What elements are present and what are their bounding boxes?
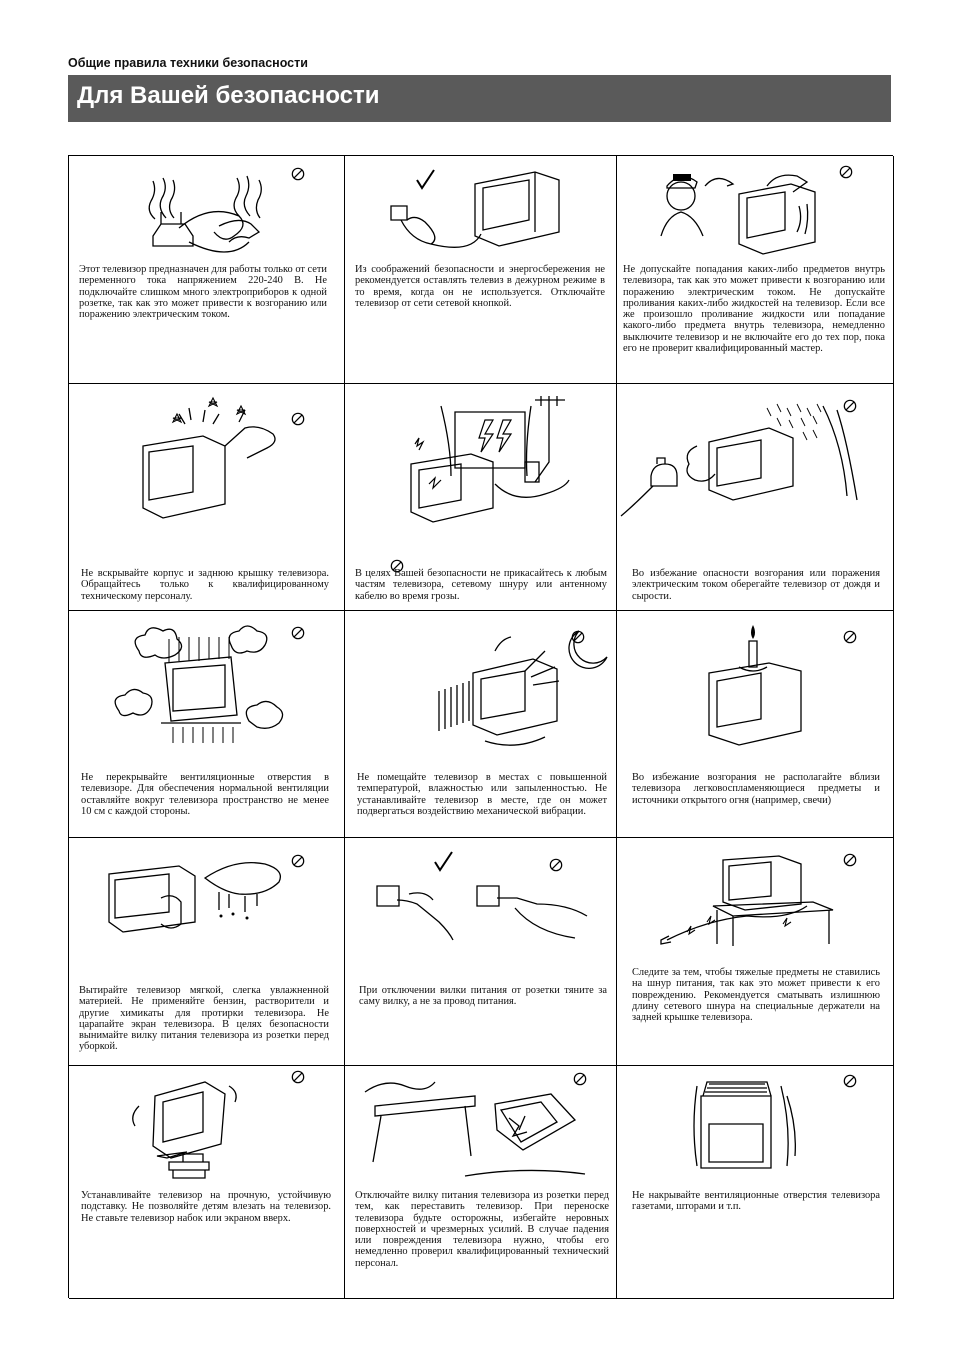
safety-cell: Отключайте вилку питания телевизора из р… bbox=[345, 1066, 617, 1299]
prohibited-icon bbox=[549, 858, 563, 872]
prohibited-icon bbox=[291, 1070, 305, 1084]
prohibited-icon bbox=[843, 853, 857, 867]
safety-text: Не перекрывайте вентиляционные отверстия… bbox=[81, 772, 329, 817]
prohibited-icon bbox=[573, 1072, 587, 1086]
safety-cell: Не допускайте попадания каких-либо предм… bbox=[617, 156, 894, 384]
safety-cell: Не накрывайте вентиляционные отверстия т… bbox=[617, 1066, 894, 1299]
safety-cell: Следите за тем, чтобы тяжелые предметы н… bbox=[617, 838, 894, 1066]
safety-cell: Не перекрывайте вентиляционные отверстия… bbox=[69, 611, 345, 838]
falling-tv-illustration bbox=[364, 1081, 586, 1177]
prohibited-icon bbox=[390, 559, 404, 573]
safety-grid: Этот телевизор предназначен для работы т… bbox=[68, 155, 894, 1299]
safety-cell: Из соображений безопасности и энергосбер… bbox=[345, 156, 617, 384]
prohibited-icon bbox=[839, 165, 853, 179]
prohibited-icon bbox=[571, 630, 585, 644]
lightning-illustration bbox=[410, 396, 570, 523]
prohibited-icon bbox=[843, 630, 857, 644]
safety-cell: В целях Вашей безопасности не прикасайте… bbox=[345, 384, 617, 611]
covered-tv-illustration bbox=[693, 1081, 796, 1169]
safety-cell: Этот телевизор предназначен для работы т… bbox=[69, 156, 345, 384]
liquid-spill-illustration bbox=[660, 174, 816, 255]
safety-cell: Устанавливайте телевизор на прочную, уст… bbox=[69, 1066, 345, 1299]
prohibited-icon bbox=[843, 399, 857, 413]
safety-text: Устанавливайте телевизор на прочную, уст… bbox=[81, 1190, 331, 1224]
safety-text: Вытирайте телевизор мягкой, слегка увлаж… bbox=[79, 985, 329, 1053]
safety-text: Не накрывайте вентиляционные отверстия т… bbox=[632, 1190, 880, 1213]
safety-cell: Не помещайте телевизор в местах с повыше… bbox=[345, 611, 617, 838]
tv-unplugged-illustration bbox=[390, 169, 560, 248]
section-label: Общие правила техники безопасности bbox=[68, 56, 308, 70]
safety-text: Во избежание возгорания не располагайте … bbox=[632, 772, 880, 806]
candle-illustration bbox=[708, 625, 802, 746]
prohibited-icon bbox=[291, 854, 305, 868]
prohibited-icon bbox=[291, 167, 305, 181]
prohibited-icon bbox=[291, 626, 305, 640]
safety-text: При отключении вилки питания от розетки … bbox=[359, 985, 607, 1008]
safety-text: Не допускайте попадания каких-либо предм… bbox=[623, 264, 885, 355]
safety-cell: При отключении вилки питания от розетки … bbox=[345, 838, 617, 1066]
prohibited-icon bbox=[291, 412, 305, 426]
cleaning-illustration bbox=[108, 861, 282, 933]
safety-text: Отключайте вилку питания телевизора из р… bbox=[355, 1190, 609, 1269]
ventilation-illustration bbox=[114, 625, 284, 743]
unstable-stand-illustration bbox=[132, 1081, 237, 1179]
safety-text: Из соображений безопасности и энергосбер… bbox=[355, 264, 605, 309]
heat-sun-illustration bbox=[438, 630, 608, 746]
title-bar: Для Вашей безопасности bbox=[68, 75, 891, 122]
safety-text: Не помещайте телевизор в местах с повыше… bbox=[357, 772, 607, 817]
cord-under-stand-illustration bbox=[660, 855, 834, 946]
safety-cell: Не вскрывайте корпус и заднюю крышку тел… bbox=[69, 384, 345, 611]
safety-text: Этот телевизор предназначен для работы т… bbox=[79, 264, 327, 321]
rain-steam-illustration bbox=[620, 403, 858, 517]
open-cabinet-illustration bbox=[142, 396, 276, 519]
safety-text: Во избежание опасности возгорания или по… bbox=[632, 568, 880, 602]
safety-text: Не вскрывайте корпус и заднюю крышку тел… bbox=[81, 568, 329, 602]
plug-removal-illustration bbox=[376, 851, 588, 941]
safety-cell: Во избежание возгорания не располагайте … bbox=[617, 611, 894, 838]
safety-text: В целях Вашей безопасности не прикасайте… bbox=[355, 568, 607, 602]
safety-cell: Вытирайте телевизор мягкой, слегка увлаж… bbox=[69, 838, 345, 1066]
overloaded-outlet-illustration bbox=[148, 175, 262, 253]
prohibited-icon bbox=[843, 1074, 857, 1088]
safety-text: Следите за тем, чтобы тяжелые предметы н… bbox=[632, 967, 880, 1024]
safety-cell: Во избежание опасности возгорания или по… bbox=[617, 384, 894, 611]
page-title: Для Вашей безопасности bbox=[77, 82, 380, 109]
